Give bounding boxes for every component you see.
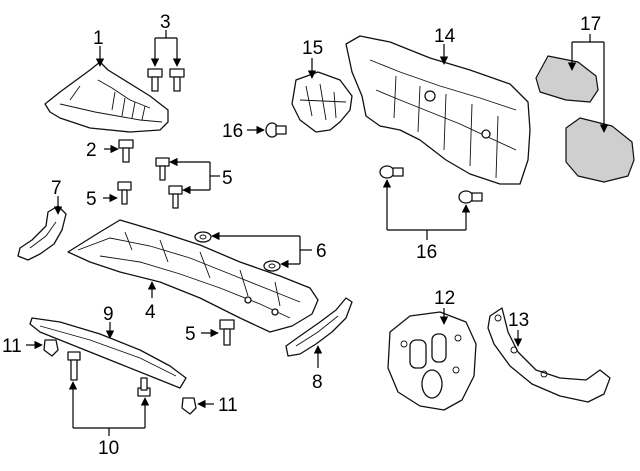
- callout-14: 14: [434, 26, 456, 47]
- callout-13: 13: [508, 310, 529, 331]
- callout-16-left: 16: [222, 121, 243, 142]
- part-15-insulator: [291, 71, 353, 133]
- part-11-nuts: [43, 339, 197, 415]
- part-17-pads: [535, 55, 635, 183]
- part-6-grommets: [194, 231, 281, 272]
- callout-10: 10: [98, 438, 119, 459]
- part-12-insulator: [387, 311, 477, 411]
- part-5-bolts-upper: [117, 157, 183, 209]
- callout-8: 8: [312, 372, 323, 393]
- callout-16-lower: 16: [416, 242, 437, 263]
- part-3-bolts: [147, 68, 185, 92]
- callout-4: 4: [145, 302, 156, 323]
- callout-11-right: 11: [218, 395, 238, 416]
- callout-labels: 1 3 2 5 5 7 6 4 5 8 9 11 11 10 15 16 14 …: [2, 12, 601, 459]
- part-10-studs: [67, 351, 151, 397]
- callout-2: 2: [86, 140, 97, 161]
- callout-6: 6: [316, 241, 327, 262]
- callout-7: 7: [51, 178, 62, 199]
- part-5-bolt-lower: [219, 319, 235, 346]
- part-16-clips: [265, 122, 483, 204]
- part-9-reinforcement: [29, 317, 187, 389]
- callout-3: 3: [160, 12, 171, 33]
- callout-5-mid: 5: [86, 189, 97, 210]
- callout-12: 12: [434, 288, 455, 309]
- callout-5-upper: 5: [222, 168, 233, 189]
- part-8-right-bracket: [285, 297, 353, 357]
- callout-11-left: 11: [2, 336, 22, 357]
- part-4-cowl-panel: [67, 219, 319, 333]
- part-7-left-bracket: [17, 205, 67, 261]
- leader-lines: [26, 30, 609, 436]
- part-2-bolt: [118, 139, 134, 163]
- callout-15: 15: [302, 38, 323, 59]
- part-1-cowl-cover: [44, 61, 169, 133]
- callout-17: 17: [580, 14, 601, 35]
- part-14-dash-panel: [345, 35, 531, 185]
- callout-9: 9: [103, 304, 114, 325]
- part-13-brace: [487, 307, 611, 403]
- callout-5-lower: 5: [185, 324, 196, 345]
- callout-1: 1: [93, 28, 104, 49]
